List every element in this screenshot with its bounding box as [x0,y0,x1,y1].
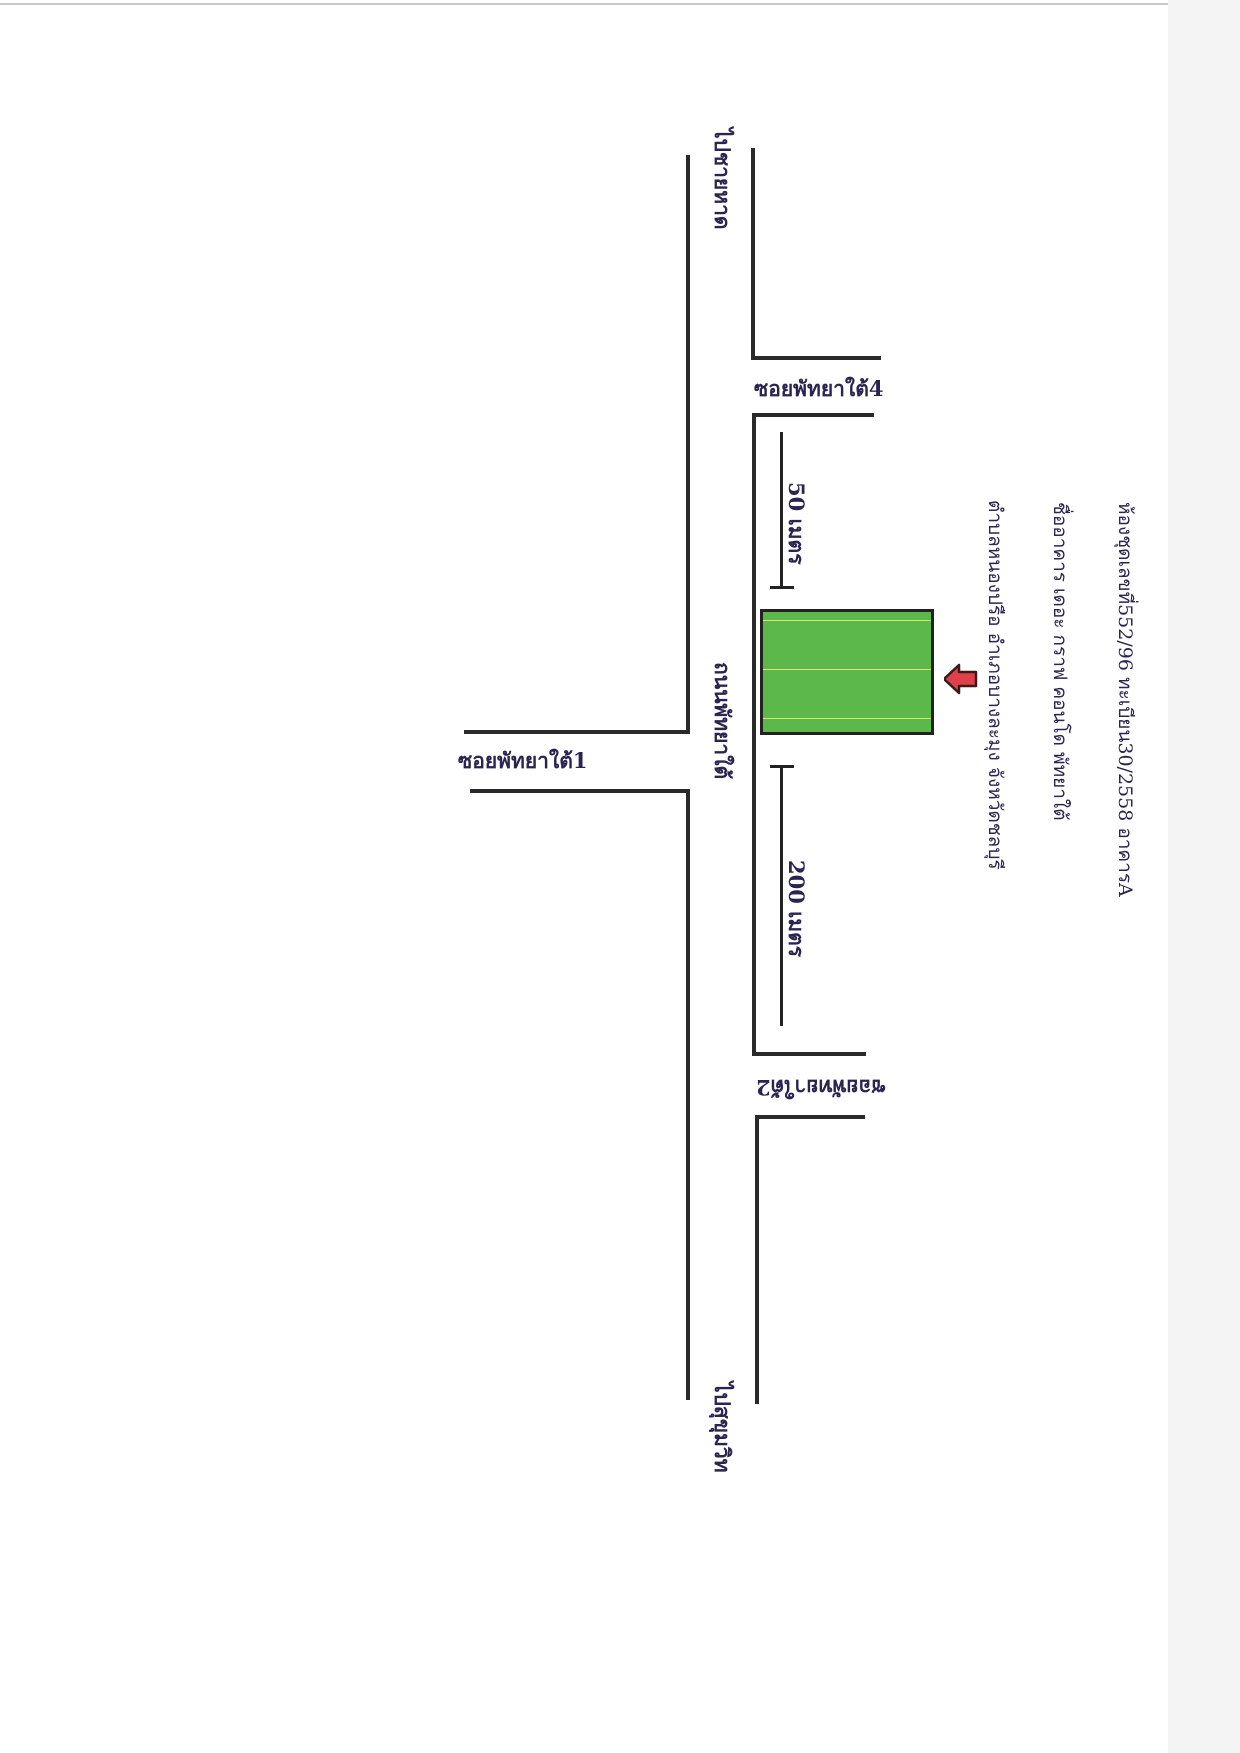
main-road-west-edge-lower [686,790,690,1400]
unit-info-line2: ชื่ออาคาร เดอะ กราฟ คอนโด พัทยาใต้ [1049,502,1071,821]
distance-200m-line [780,766,783,1026]
soi-4-label: ซอยพัทยาใต้4 [754,376,884,401]
soi-1-lower-edge [470,789,690,793]
distance-50m-line [780,432,783,588]
soi-2-label: ซอยพัทยาใต้2 [756,1075,886,1100]
building-stripe [763,669,931,670]
scan-edge-shade [1168,0,1240,1753]
main-road-east-edge-top [751,148,755,357]
condo-building [760,609,934,735]
red-arrow-icon [944,663,978,695]
unit-info-line1: ห้องชุดเลขที่552/96 ทะเบียน30/2558 อาคาร… [1114,502,1136,897]
unit-info-line3: ตำบลหนองปรือ อำเภอบางละมุง จังหวัดชลบุรี [984,500,1006,870]
soi-4-lower-edge [752,413,874,417]
to-beach-label: ไปชายหาด [710,128,735,230]
distance-50m-label: 50 เมตร [784,482,809,565]
distance-200m-label: 200 เมตร [784,860,809,958]
building-stripe [763,620,931,621]
soi-2-upper-edge [752,1052,866,1056]
top-edge-rule [0,3,1240,5]
soi-2-lower-edge [755,1115,865,1119]
main-road-label: ถนนพัทยาใต้ [710,662,735,780]
distance-50m-tick [770,586,794,589]
main-road-east-edge-middle [752,414,756,1054]
main-road-west-edge [686,155,690,733]
building-stripe [763,718,931,719]
soi-4-upper-edge [751,356,881,360]
soi-1-upper-edge [464,730,690,734]
soi-1-label: ซอยพัทยาใต้1 [458,748,588,773]
main-road-east-edge-bottom [755,1117,759,1404]
to-sukhumvit-label: ไปสุขุมวิท [710,1382,735,1473]
